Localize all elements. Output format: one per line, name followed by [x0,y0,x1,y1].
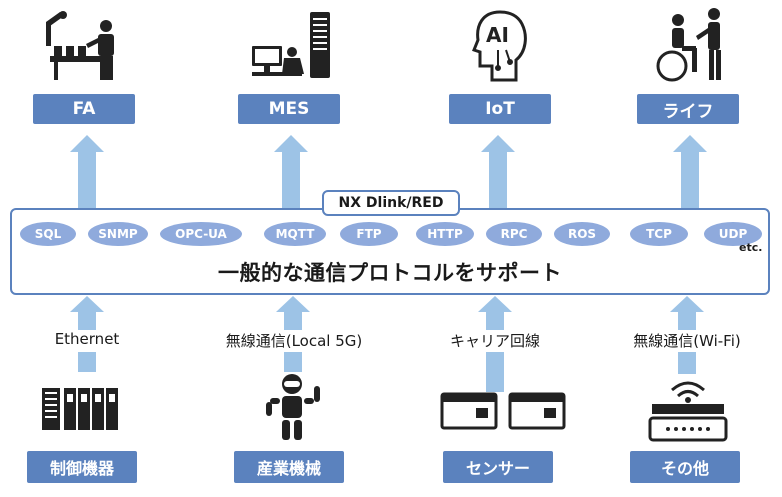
ai-head-icon: AI [472,10,527,82]
hub-title: NX Dlink/RED [322,190,460,216]
svg-text:AI: AI [486,23,509,47]
hub-box [10,208,770,295]
wheelchair-care-icon [656,8,721,82]
computer-server-icon [252,12,330,78]
up-arrow-mes [274,135,308,208]
up-arrow-iot [481,135,515,208]
protocol-pill: FTP [340,222,398,246]
connection-local5g: 無線通信(Local 5G) [225,332,363,350]
up-arrow-machine [276,296,310,372]
connection-wifi: 無線通信(Wi-Fi) [633,332,741,350]
hub-description: 一般的な通信プロトコルをサポート [218,261,562,285]
protocol-pill: OPC-UA [160,222,242,246]
label-fa: FA [33,94,135,124]
label-iot: IoT [449,94,551,124]
label-other: その他 [630,451,740,483]
protocol-pill: HTTP [416,222,474,246]
protocol-pill: ROS [554,222,610,246]
factory-worker-icon [46,11,114,80]
up-arrow-fa [70,135,104,208]
protocol-etc: etc. [739,241,763,254]
up-arrow-control [70,296,104,372]
protocol-pill: UDP [704,222,762,246]
up-arrow-other [670,296,704,374]
sensor-module-icon [440,392,566,430]
protocol-pill: SQL [20,222,76,246]
protocol-pill: MQTT [264,222,326,246]
connection-carrier: キャリア回線 [449,332,540,350]
protocol-pill: TCP [630,222,688,246]
label-industrial-machine: 産業機械 [234,451,344,483]
robot-icon [266,374,320,440]
label-mes: MES [238,94,340,124]
plc-controller-icon [42,388,118,430]
label-control-device: 制御機器 [27,451,137,483]
label-life: ライフ [637,94,739,124]
label-sensor: センサー [443,451,553,483]
wifi-router-icon [648,381,728,442]
connection-ethernet: Ethernet [54,330,120,348]
protocol-pill: SNMP [88,222,148,246]
up-arrow-life [673,135,707,208]
protocol-pill: RPC [486,222,542,246]
up-arrow-sensor [478,296,512,392]
